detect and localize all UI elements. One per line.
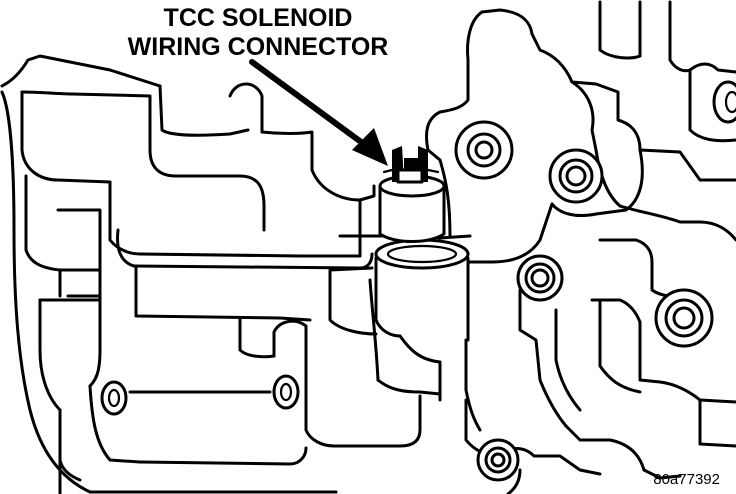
bolt-lower: [476, 438, 520, 482]
callout-line-2: WIRING CONNECTOR: [127, 33, 389, 61]
bolt-upper: [454, 120, 514, 180]
figure-id: 80a77392: [653, 471, 720, 488]
transmission-case-outline: [0, 54, 178, 494]
tcc-solenoid-callout-label: TCC SOLENOID WIRING CONNECTOR: [108, 4, 408, 62]
bolt-heads: [454, 80, 736, 482]
bolt-right: [654, 288, 714, 348]
bolt-mid-right: [548, 148, 604, 204]
upper-plate: [58, 82, 374, 298]
center-column: [368, 278, 482, 432]
valve-body-outline: [425, 0, 736, 494]
tcc-solenoid-connector: [378, 146, 446, 243]
bolt-center: [516, 254, 564, 302]
callout-line-1: TCC SOLENOID: [163, 4, 353, 32]
bolt-top-far-right: [712, 80, 736, 124]
callout-leader-arrow: [249, 59, 388, 166]
lower-bracket: [58, 264, 422, 494]
